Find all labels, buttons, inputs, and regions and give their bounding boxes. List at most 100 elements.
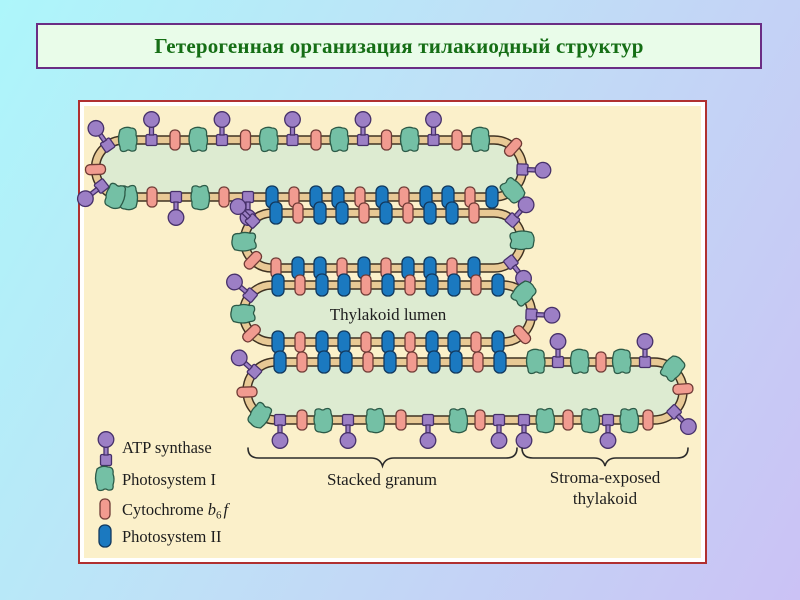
photosystem-ii-icon bbox=[445, 201, 459, 225]
photosystem-ii-icon bbox=[485, 185, 499, 209]
photosystem-ii-icon bbox=[383, 350, 397, 374]
cytochrome-b6f-icon bbox=[169, 129, 181, 151]
atp-synthase-icon bbox=[503, 254, 533, 287]
atp-synthase-icon bbox=[230, 349, 263, 380]
cytochrome-b6f-icon bbox=[642, 409, 654, 431]
atp-synthase-icon bbox=[213, 111, 231, 147]
legend-photosystem-i-label: Photosystem I bbox=[122, 470, 216, 489]
photosystem-i-icon bbox=[365, 407, 386, 434]
atp-synthase-icon bbox=[636, 333, 654, 369]
atp-synthase-icon bbox=[425, 111, 442, 147]
photosystem-ii-icon bbox=[337, 330, 351, 354]
photosystem-ii-icon bbox=[313, 201, 327, 225]
cytochrome-b6f-icon bbox=[470, 331, 482, 353]
atp-synthase-icon bbox=[226, 273, 258, 303]
diagram-annotations: Thylakoid lumen Stacked granum Stroma-ex… bbox=[94, 305, 689, 548]
atp-synthase-icon bbox=[143, 111, 160, 147]
thylakoid-membranes bbox=[76, 111, 697, 449]
photosystem-i-icon bbox=[190, 184, 211, 211]
photosystem-i-icon bbox=[525, 348, 546, 375]
cytochrome-b6f-icon bbox=[310, 129, 322, 151]
cytochrome-b6f-icon bbox=[236, 386, 258, 398]
atp-synthase-icon bbox=[419, 413, 437, 449]
cytochrome-b6f-icon bbox=[360, 331, 372, 353]
photosystem-ii-icon bbox=[447, 273, 461, 297]
legend-icons bbox=[94, 431, 115, 548]
cytochrome-b6f-icon bbox=[451, 129, 463, 151]
photosystem-ii-icon bbox=[315, 330, 329, 354]
title-box: Гетерогенная организация тилакиодный стр… bbox=[36, 23, 762, 69]
slide-title: Гетерогенная организация тилакиодный стр… bbox=[154, 33, 644, 58]
photosystem-i-icon bbox=[104, 182, 127, 210]
cytochrome-b6f-icon bbox=[672, 382, 694, 396]
photosystem-i-icon bbox=[659, 355, 686, 382]
photosystem-ii-icon bbox=[317, 350, 331, 374]
photosystem-i-icon bbox=[470, 126, 491, 153]
atp-synthase-icon bbox=[599, 413, 617, 449]
cytochrome-b6f-icon bbox=[362, 351, 374, 373]
photosystem-ii-icon bbox=[493, 350, 507, 374]
cytochrome-b6f-icon bbox=[468, 202, 480, 224]
atp-synthase-icon bbox=[167, 190, 185, 226]
atp-synthase-icon bbox=[271, 413, 289, 449]
photosystem-i-icon bbox=[399, 126, 420, 153]
photosystem-ii-icon bbox=[271, 330, 285, 354]
photosystem-ii-icon bbox=[425, 273, 439, 297]
cytochrome-b6f-icon bbox=[242, 323, 261, 343]
cytochrome-b6f-icon bbox=[512, 325, 532, 345]
photosystem-i-icon bbox=[448, 407, 469, 434]
atp-synthase-icon bbox=[76, 178, 110, 208]
photosystem-ii-icon bbox=[425, 330, 439, 354]
atp-synthase-icon bbox=[525, 306, 561, 324]
photosystem-ii-icon bbox=[335, 201, 349, 225]
cytochrome-b6f-icon bbox=[595, 351, 607, 373]
photosystem-i-icon bbox=[580, 407, 601, 434]
photosystem-i-icon bbox=[313, 407, 334, 434]
cytochrome-b6f-icon bbox=[404, 331, 416, 353]
cytochrome-b6f-icon bbox=[146, 186, 158, 208]
stroma-exposed-label-line2: thylakoid bbox=[573, 489, 638, 508]
cytochrome-b6f-icon bbox=[358, 202, 370, 224]
cytochrome-b6f-icon bbox=[218, 186, 230, 208]
atp-synthase-icon bbox=[515, 413, 533, 449]
photosystem-ii-icon bbox=[339, 350, 353, 374]
cytochrome-b6f-icon bbox=[503, 137, 523, 157]
stroma-exposed-brace bbox=[521, 447, 689, 467]
photosystem-i-icon bbox=[230, 303, 256, 324]
photosystem-ii-icon bbox=[449, 350, 463, 374]
atp-synthase-icon bbox=[339, 413, 357, 449]
cytochrome-b6f-icon bbox=[562, 409, 574, 431]
cytochrome-b6f-icon bbox=[243, 250, 263, 270]
cytochrome-b6f-icon bbox=[296, 351, 308, 373]
cytochrome-b6f-icon bbox=[474, 409, 486, 431]
cytochrome-b6f-icon bbox=[99, 498, 111, 520]
photosystem-ii-icon bbox=[271, 273, 285, 297]
thylakoid-diagram: Thylakoid lumen Stacked granum Stroma-ex… bbox=[76, 106, 701, 558]
cytochrome-b6f-icon bbox=[404, 274, 416, 296]
photosystem-ii-icon bbox=[491, 273, 505, 297]
stroma-exposed-label: Stroma-exposed bbox=[550, 468, 661, 487]
photosystem-i-icon bbox=[611, 348, 632, 375]
photosystem-ii-icon bbox=[337, 273, 351, 297]
photosystem-i-icon bbox=[117, 126, 138, 153]
legend: ATP synthase Photosystem I Cytochrome b6… bbox=[94, 431, 230, 548]
cytochrome-b6f-icon bbox=[294, 331, 306, 353]
photosystem-ii-icon bbox=[427, 350, 441, 374]
cytochrome-b6f-icon bbox=[296, 409, 308, 431]
photosystem-ii-icon bbox=[381, 330, 395, 354]
cytochrome-b6f-icon bbox=[472, 351, 484, 373]
photosystem-i-icon bbox=[231, 231, 257, 252]
photosystem-i-icon bbox=[619, 407, 640, 434]
atp-synthase-icon bbox=[666, 404, 697, 436]
photosystem-i-icon bbox=[94, 465, 115, 492]
legend-atp-synthase-label: ATP synthase bbox=[122, 438, 212, 457]
photosystem-ii-icon bbox=[315, 273, 329, 297]
atp-synthase-icon bbox=[516, 161, 552, 179]
cytochrome-b6f-icon bbox=[395, 409, 407, 431]
photosystem-ii-icon bbox=[379, 201, 393, 225]
thylakoid-lumen-label: Thylakoid lumen bbox=[330, 305, 447, 324]
photosystem-i-icon bbox=[510, 280, 537, 307]
photosystem-i-icon bbox=[188, 126, 209, 153]
stacked-granum-brace bbox=[247, 447, 518, 469]
